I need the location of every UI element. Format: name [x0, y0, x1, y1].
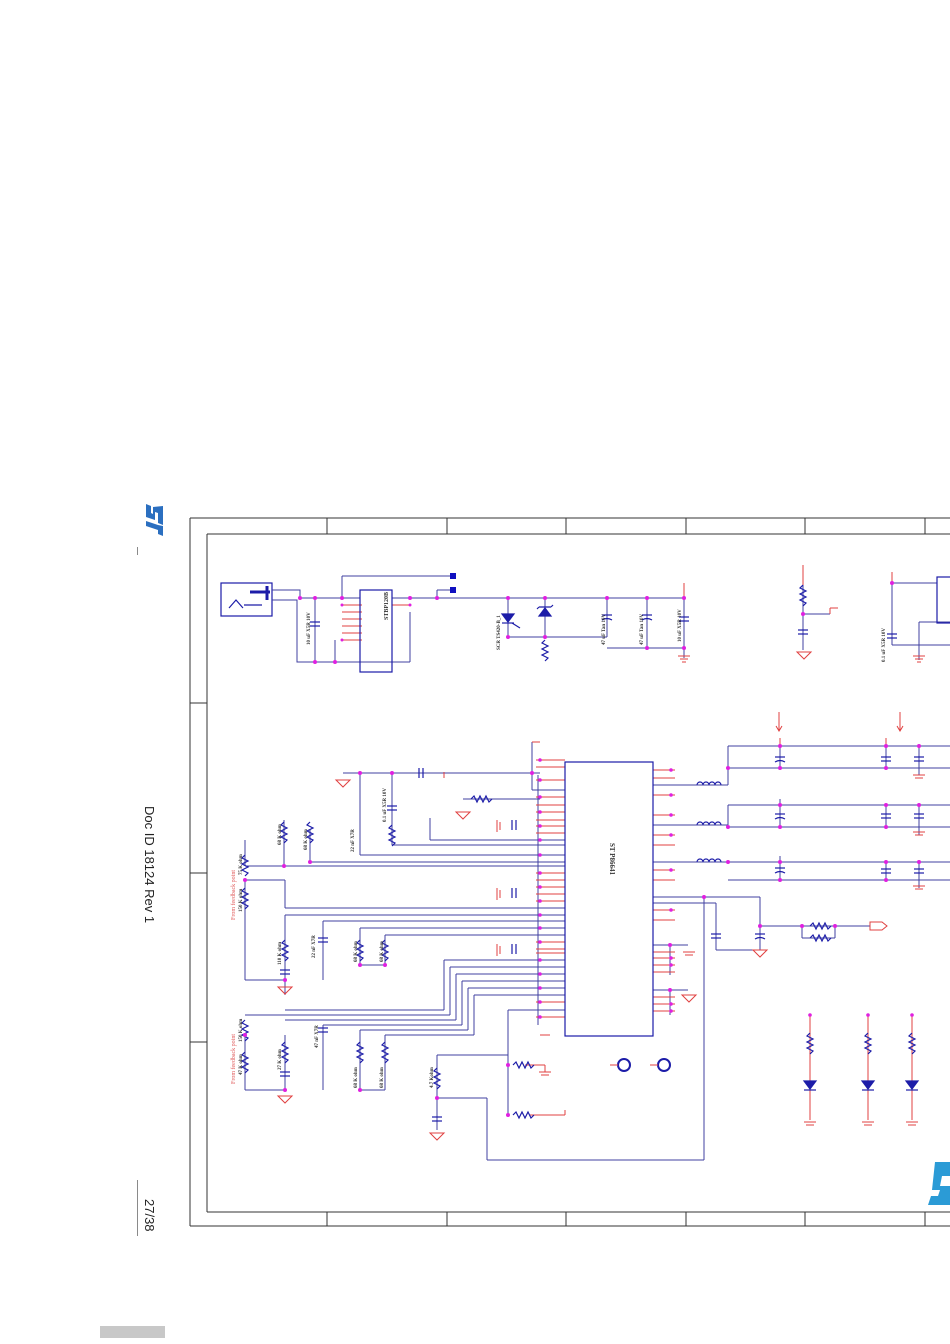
ic-bodies: [359, 576, 950, 1037]
label-cap-mid: 0.1 uF X5R 10V: [383, 788, 388, 822]
label-ic-bridge: STBP120B: [384, 591, 390, 620]
label-cap-in: 10 uF X5R 10V: [307, 612, 312, 645]
wires: [244, 575, 950, 1161]
label-res-75: 75 K ohm: [239, 854, 244, 875]
note-feedback-2: From feedback point: [231, 1034, 237, 1084]
label-cap-47: 47 nF X7R: [315, 1025, 320, 1048]
label-res-68b: 68 K ohm: [304, 829, 309, 850]
label-res-47: 47 K ohm: [239, 1054, 244, 1075]
label-res-68a: 68 K ohm: [278, 824, 283, 845]
sidebar-rule-top: [137, 547, 138, 555]
st-logo-bottom-icon: [928, 1162, 950, 1205]
label-res-150b: 150 K ohm: [239, 1018, 244, 1042]
nodes: [243, 581, 921, 1117]
label-ic-main: ST P86641: [608, 843, 616, 875]
capacitors: [280, 614, 924, 1122]
label-res-110: 110 K ohm: [278, 941, 283, 965]
note-feedback-1: From feedback point: [231, 870, 237, 920]
label-cap-x5r-out: 10 uF X5R 10V: [678, 609, 683, 642]
grounds: [276, 651, 925, 1141]
semiconductors: [500, 604, 920, 1091]
sidebar-rule-bottom: [137, 1180, 138, 1236]
label-cap-22b: 22 nF X7R: [312, 935, 317, 958]
label-res-68d: 68 K ohm: [380, 941, 385, 962]
label-cap-22a: 22 nF X7R: [351, 829, 356, 852]
label-cap-tan2: 47 uF Tan 10V: [640, 613, 645, 645]
label-res-150: 150 K ohm: [239, 888, 244, 912]
page-scroll-indicator[interactable]: [100, 1326, 165, 1338]
label-cap-tan1: 47 uF Tan 10V: [602, 613, 607, 645]
label-res-27: 27 K ohm: [278, 1049, 283, 1070]
sheet-frame: [189, 517, 950, 1227]
st-logo-icon: [146, 504, 163, 536]
jumper-2: [450, 587, 456, 593]
resistors: [240, 584, 917, 1120]
label-res-68e: 68 K ohm: [354, 1067, 359, 1088]
label-res-68f: 68 K ohm: [380, 1067, 385, 1088]
inductors: [696, 781, 722, 863]
label-res-4k: 4.7 Kohm: [430, 1067, 435, 1088]
label-cap-top-right: 0.1 uF X5R 10V: [882, 628, 887, 662]
jumper-1: [450, 573, 456, 579]
label-scr: SCR TS420-B_1: [497, 615, 502, 650]
label-res-68c: 68 K ohm: [354, 941, 359, 962]
